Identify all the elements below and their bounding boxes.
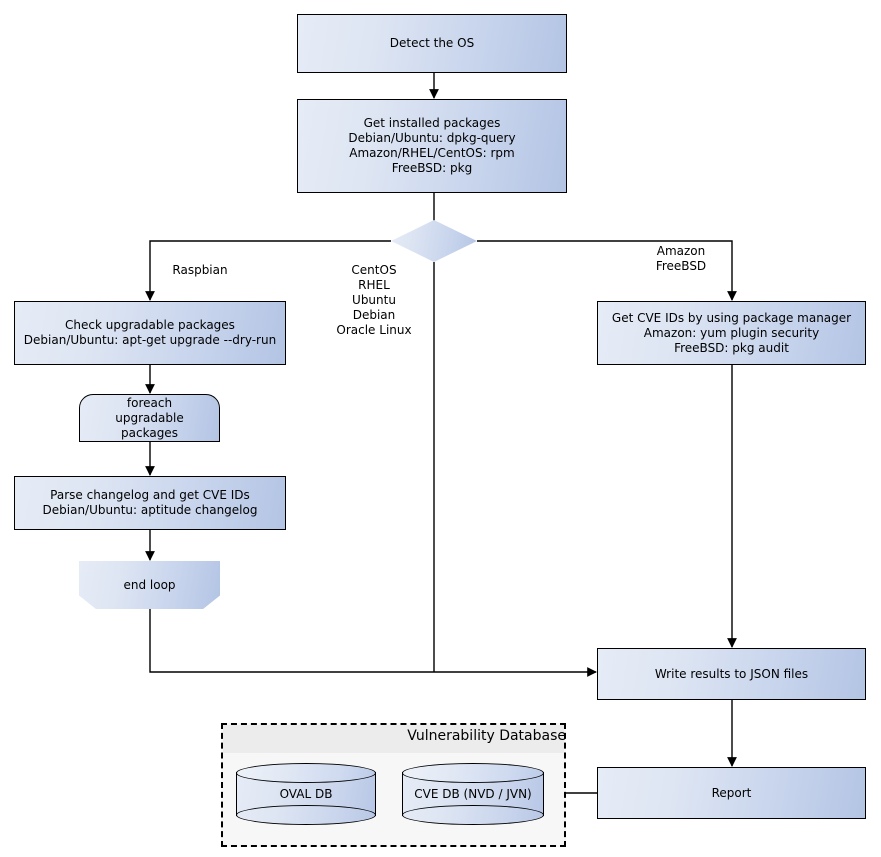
node-detect-os-label: Detect the OS: [389, 36, 475, 50]
group-header-band: [223, 725, 564, 753]
node-get-installed-packages-label: Get installed packages Debian/Ubuntu: dp…: [348, 116, 516, 175]
database-cve[interactable]: CVE DB (NVD / JVN): [402, 763, 544, 825]
node-write-results[interactable]: Write results to JSON files: [597, 648, 866, 700]
node-get-cve-ids-label: Get CVE IDs by using package manager Ama…: [611, 310, 852, 355]
node-report-label: Report: [711, 785, 752, 800]
node-write-results-label: Write results to JSON files: [654, 666, 809, 681]
vulnerability-database-title: Vulnerability Database: [407, 728, 566, 744]
node-check-upgradable-packages-label: Check upgradable packages Debian/Ubuntu:…: [23, 318, 277, 347]
cylinder-bottom: [402, 805, 544, 825]
database-oval[interactable]: OVAL DB: [236, 763, 376, 825]
node-os-decision[interactable]: [391, 220, 477, 262]
node-parse-changelog-label: Parse changelog and get CVE IDs Debian/U…: [42, 488, 258, 517]
edge-label-raspbian: Raspbian: [172, 263, 228, 277]
cylinder-top: [402, 763, 544, 783]
node-end-loop[interactable]: end loop: [79, 561, 220, 609]
node-parse-changelog[interactable]: Parse changelog and get CVE IDs Debian/U…: [14, 476, 286, 530]
cylinder-top: [236, 763, 376, 783]
database-cve-label: CVE DB (NVD / JVN): [414, 787, 532, 801]
node-check-upgradable-packages[interactable]: Check upgradable packages Debian/Ubuntu:…: [14, 301, 286, 365]
node-get-cve-ids[interactable]: Get CVE IDs by using package manager Ama…: [597, 301, 866, 365]
diamond-shape: [391, 220, 477, 262]
node-detect-os[interactable]: Detect the OS: [297, 14, 567, 73]
node-foreach-loop-start[interactable]: foreach upgradable packages: [79, 394, 220, 442]
node-end-loop-label: end loop: [123, 577, 176, 592]
edge-label-amazon-freebsd: Amazon FreeBSD: [655, 244, 707, 273]
node-foreach-loop-start-label: foreach upgradable packages: [115, 395, 184, 440]
edge-label-center-distros: CentOS RHEL Ubuntu Debian Oracle Linux: [336, 263, 412, 337]
cylinder-bottom: [236, 805, 376, 825]
node-get-installed-packages[interactable]: Get installed packages Debian/Ubuntu: dp…: [297, 99, 567, 193]
end-loop-shape: [79, 561, 220, 609]
node-report[interactable]: Report: [597, 767, 866, 819]
database-oval-label: OVAL DB: [279, 787, 333, 801]
